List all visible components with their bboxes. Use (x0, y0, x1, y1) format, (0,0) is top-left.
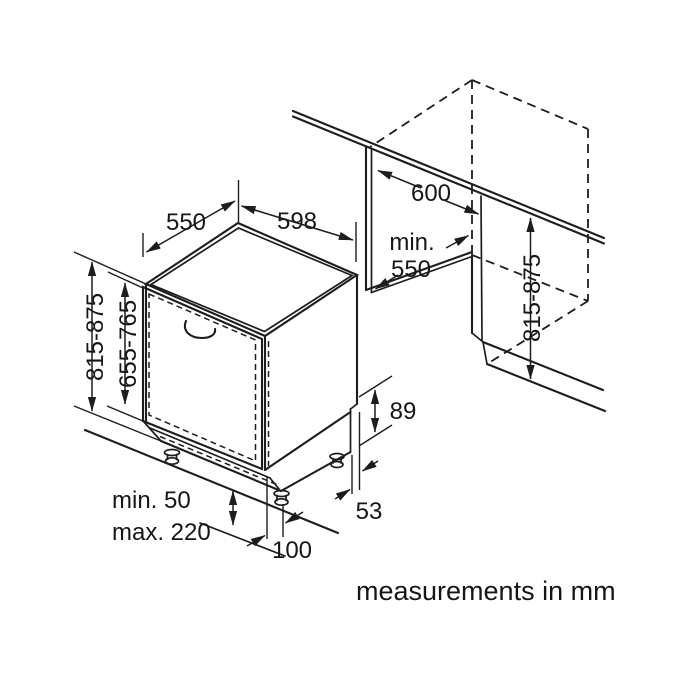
dim-width-598 (240, 205, 354, 241)
base-right-end (269, 477, 280, 490)
right-niche-wall (470, 195, 607, 413)
appliance-base (143, 421, 352, 493)
ext-door-bottom (106, 405, 144, 422)
door-handle (183, 319, 217, 340)
front-left-foot (163, 448, 181, 466)
label-niche-depth-min: min. (389, 229, 434, 256)
dim-niche-depth-right-arrow (445, 234, 470, 249)
foot-base (330, 460, 344, 469)
base-dashed-line (159, 435, 279, 486)
dim-53-left-arrow (334, 488, 351, 501)
base-left-end (143, 421, 162, 442)
foot-cap (273, 489, 290, 498)
label-plinth-max: max. 220 (112, 519, 211, 546)
base-rear-edge (279, 450, 352, 493)
extension-lines (73, 180, 393, 539)
worktop (291, 109, 606, 245)
dim-niche-width-right-arrow (444, 199, 480, 215)
right-wall-plinth-joint (482, 341, 488, 365)
niche-top-rear-edge (471, 79, 589, 130)
adjustable-feet (163, 448, 345, 507)
front-right-foot (273, 489, 290, 507)
caption-units: measurements in mm (356, 576, 616, 606)
foot-base (274, 497, 289, 507)
label-front-foot-100: 100 (272, 537, 312, 564)
top-face-rim (149, 227, 354, 333)
niche-dashed-outline (369, 79, 589, 365)
top-face (143, 221, 360, 338)
dim-niche-depth-left-arrow (374, 274, 399, 290)
door-panel-dashed-outline (148, 292, 257, 463)
label-appliance-height: 815-875 (82, 293, 109, 381)
base-top-edge (149, 427, 271, 479)
ext-height-top (73, 251, 147, 285)
worktop-front-edge (291, 109, 606, 240)
ext-height-bottom (73, 405, 162, 442)
label-plinth-min: min. 50 (112, 487, 191, 514)
label-depth-550: 550 (166, 209, 206, 236)
niche-bottom-right-edge (486, 300, 589, 365)
label-niche-width-600: 600 (411, 180, 451, 207)
dim-53-right-arrow (361, 459, 379, 472)
niche-top-left-edge (369, 79, 473, 148)
worktop-underside-edge (291, 115, 606, 245)
foot-base (164, 456, 180, 466)
label-recess-89: 89 (390, 398, 417, 425)
dim-100-right-arrow (284, 511, 304, 524)
label-niche-height: 815-875 (519, 254, 546, 342)
foot-cap (329, 452, 345, 461)
dimension-labels: 550 598 600 min. 550 815-875 655-765 815… (82, 180, 546, 564)
tick-recess-bottom (358, 424, 393, 447)
dim-100-left-arrow (246, 534, 266, 547)
rear-foot (329, 452, 345, 469)
right-wall-front-edge-inner (480, 195, 483, 341)
door-panel (141, 285, 264, 471)
label-rear-foot-53: 53 (356, 498, 383, 525)
rear-recess-step (349, 403, 358, 410)
tick-recess-top (358, 375, 393, 398)
ext-door-top (107, 271, 144, 289)
side-bottom-edge (263, 410, 352, 472)
dimension-lines (87, 169, 535, 547)
niche-floor-edge (485, 362, 607, 413)
right-wall-bottom-edge (481, 340, 605, 392)
right-wall-bottom-corner (471, 332, 484, 343)
plinth-max-line (199, 522, 286, 557)
label-door-height: 655-765 (115, 300, 142, 388)
label-niche-depth-550: 550 (391, 256, 431, 283)
dim-niche-width-left-arrow (377, 169, 422, 189)
dishwasher-body (141, 221, 360, 507)
label-width-598: 598 (277, 208, 317, 235)
dim-depth-550 (145, 200, 236, 253)
foot-cap (163, 448, 181, 457)
base-bottom-edge (159, 439, 283, 493)
